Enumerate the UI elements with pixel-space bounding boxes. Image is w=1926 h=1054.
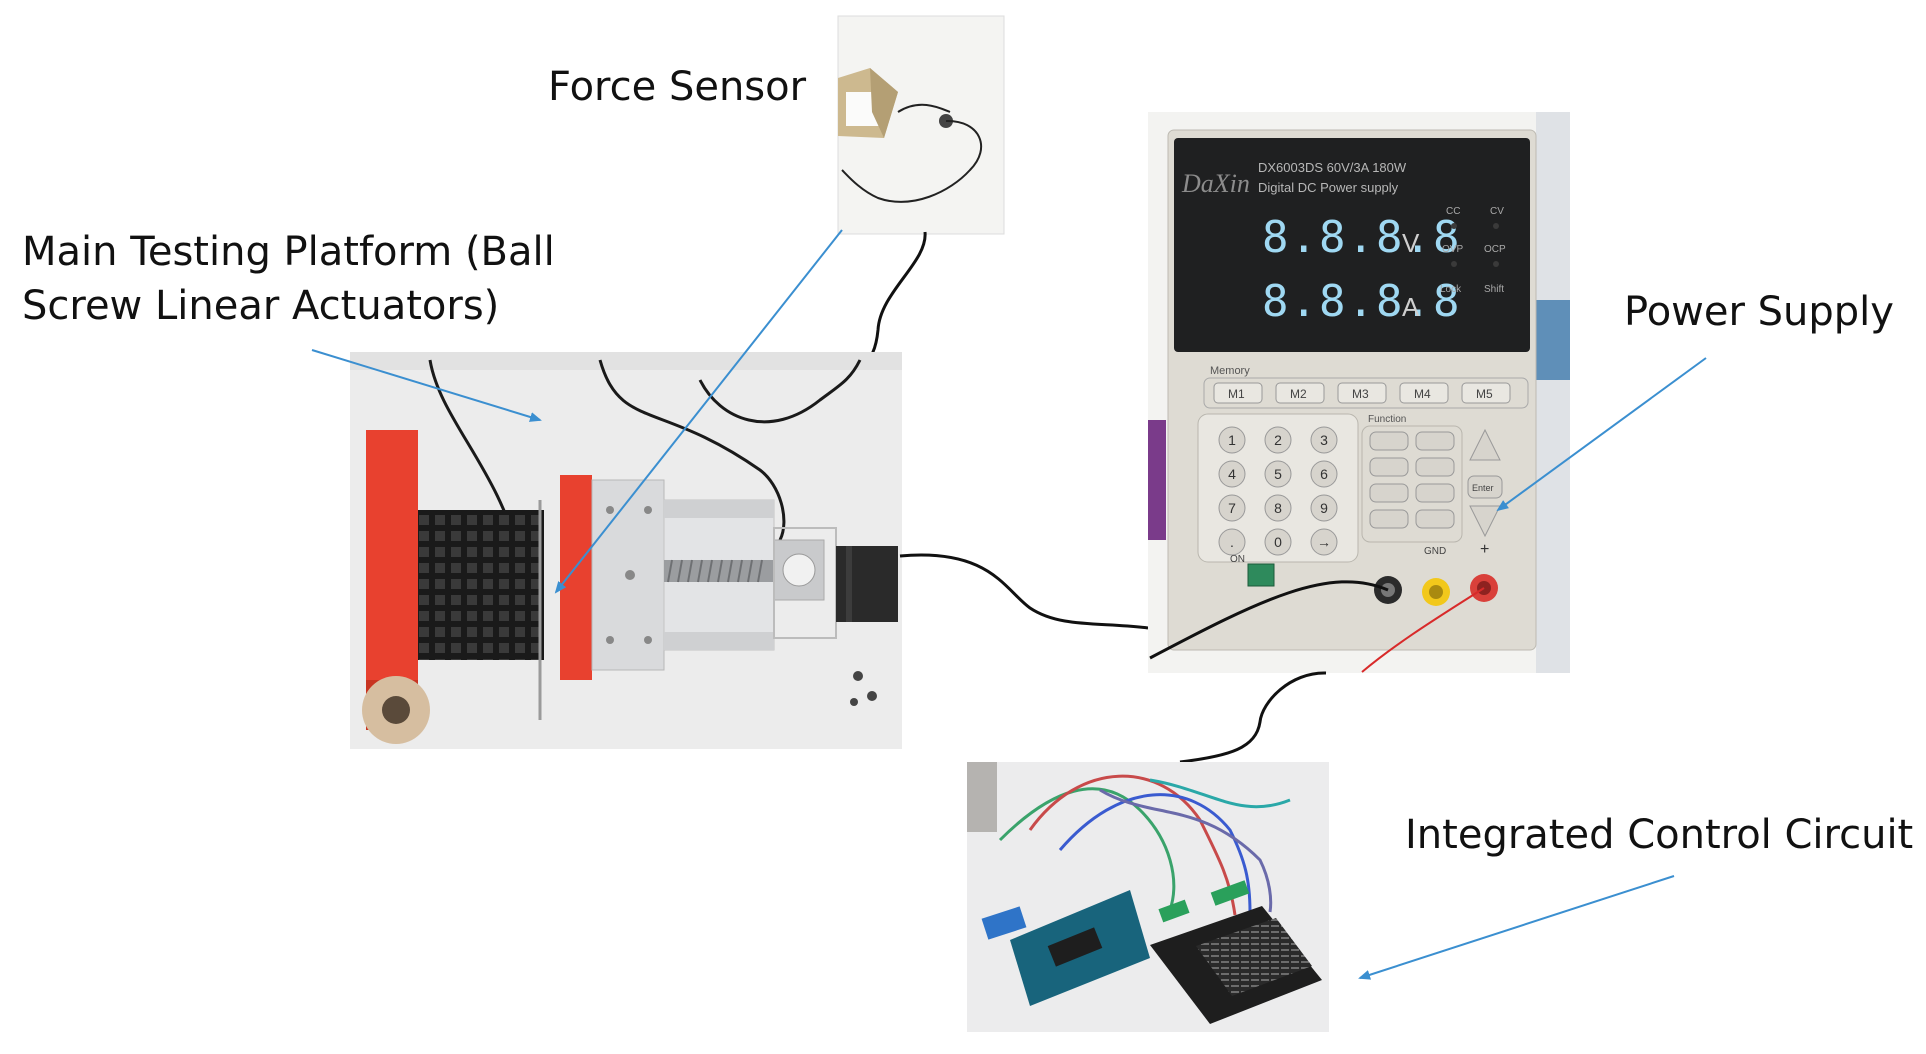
keypad-key-label: 6 — [1320, 466, 1328, 482]
indicator-lock: Lock — [1440, 284, 1462, 295]
keypad-key-label: . — [1230, 534, 1234, 550]
function-key — [1369, 509, 1409, 529]
indicator-ovp: OVP — [1442, 244, 1463, 255]
memory-button-m1 — [1213, 382, 1263, 404]
keypad-key-label: 2 — [1274, 432, 1282, 448]
memory-label: Memory — [1210, 365, 1250, 377]
keypad-key-label: → — [1317, 534, 1331, 550]
main-platform-label-line1: Main Testing Platform (Ball — [22, 229, 555, 275]
indicator-cc: CC — [1446, 206, 1460, 217]
function-key — [1369, 457, 1409, 477]
down-arrow-key — [1469, 505, 1501, 538]
force-sensor-label: Force Sensor — [548, 64, 807, 110]
memory-button-label: M2 — [1290, 387, 1307, 401]
keypad-key — [1218, 460, 1246, 488]
keypad-key — [1218, 426, 1246, 454]
red-carriage-plate — [560, 475, 592, 680]
model-line: DX6003DS 60V/3A 180W — [1258, 160, 1407, 175]
keypad-key — [1264, 426, 1292, 454]
display-section — [1174, 138, 1530, 352]
power-supply-label: Power Supply — [1624, 289, 1894, 335]
memory-button-label: M5 — [1476, 387, 1493, 401]
memory-button-label: M3 — [1352, 387, 1369, 401]
product-line: Digital DC Power supply — [1258, 180, 1399, 195]
keypad-key — [1310, 494, 1338, 522]
memory-button-label: M4 — [1414, 387, 1431, 401]
function-key-grid — [1369, 431, 1455, 529]
function-label: Function — [1368, 414, 1406, 425]
arrow-power-supply — [1496, 357, 1707, 512]
arduino-board — [981, 890, 1150, 1006]
force-sensor-body — [838, 68, 898, 138]
function-key — [1415, 457, 1455, 477]
force-sensor-photo — [837, 15, 1005, 235]
function-key — [1415, 509, 1455, 529]
keypad-key-label: 1 — [1228, 432, 1236, 448]
keypad-key — [1310, 528, 1338, 556]
memory-button-m4 — [1399, 382, 1449, 404]
arrow-control-circuit — [1358, 875, 1675, 980]
power-supply-photo: DaXin DX6003DS 60V/3A 180W Digital DC Po… — [1148, 112, 1570, 673]
function-key — [1369, 483, 1409, 503]
keypad-key — [1264, 494, 1292, 522]
memory-button-m3 — [1337, 382, 1387, 404]
keypad-key-label: 0 — [1274, 534, 1282, 550]
stepper-motor — [836, 546, 898, 622]
keypad-key-label: 7 — [1228, 500, 1236, 516]
arrow-main-platform — [311, 349, 542, 422]
plus-label: + — [1480, 541, 1489, 558]
voltage-unit: V — [1402, 228, 1420, 258]
keypad-key-label: 4 — [1228, 466, 1236, 482]
up-arrow-key — [1469, 428, 1501, 461]
supply-cable — [1179, 671, 1327, 764]
keypad-key — [1264, 460, 1292, 488]
power-switch — [1247, 563, 1275, 587]
control-circuit-label: Integrated Control Circuit — [1405, 812, 1914, 858]
keypad-key-label: 9 — [1320, 500, 1328, 516]
memory-button-m2 — [1275, 382, 1325, 404]
indicator-shift: Shift — [1484, 284, 1504, 295]
memory-button-label: M1 — [1228, 387, 1245, 401]
function-key — [1369, 431, 1409, 451]
motor-cable — [899, 553, 1149, 630]
control-circuit-photo — [967, 762, 1329, 1032]
keypad-key-label: 5 — [1274, 466, 1282, 482]
keypad-key-label: 3 — [1320, 432, 1328, 448]
main-platform-label: Main Testing Platform (Ball Screw Linear… — [22, 225, 555, 333]
annotation-arrows — [311, 229, 1707, 980]
gnd-label: GND — [1424, 546, 1446, 557]
testing-platform-photo — [350, 352, 902, 749]
current-unit: A — [1402, 292, 1420, 322]
arrow-force-sensor — [554, 229, 843, 594]
sensor-cable — [865, 231, 927, 362]
memory-button-m5 — [1461, 382, 1511, 404]
function-key — [1415, 431, 1455, 451]
perforated-block — [418, 510, 544, 660]
keypad-key — [1218, 494, 1246, 522]
voltage-display: 8.8.8.8 — [1262, 212, 1461, 263]
current-display: 8.8.8.8 — [1262, 276, 1461, 327]
keypad-key-label: 8 — [1274, 500, 1282, 516]
enter-key-label: Enter — [1472, 483, 1494, 493]
enter-key — [1467, 475, 1503, 499]
keypad-key — [1310, 460, 1338, 488]
keypad-key — [1264, 528, 1292, 556]
stepper-driver — [1150, 880, 1322, 1024]
keypad-key — [1310, 426, 1338, 454]
numeric-keypad: 1 2 3 4 5 6 7 8 9. 0 → — [1218, 426, 1338, 556]
main-platform-label-line2: Screw Linear Actuators) — [22, 283, 500, 329]
on-label: ON — [1230, 554, 1245, 565]
function-key — [1415, 483, 1455, 503]
indicator-cv: CV — [1490, 206, 1504, 217]
indicator-ocp: OCP — [1484, 244, 1506, 255]
brand-logo: DaXin — [1181, 169, 1250, 198]
memory-button-row: M1 M2 M3 M4 M5 — [1213, 382, 1511, 404]
keypad-key — [1218, 528, 1246, 556]
